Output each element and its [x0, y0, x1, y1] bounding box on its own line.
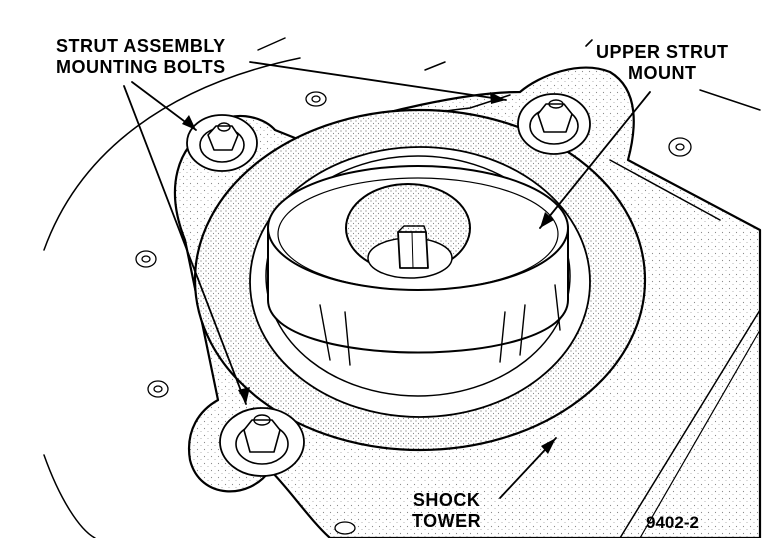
leader-bolts-right: [249, 61, 507, 101]
upper-mount-label-line-2: MOUNT: [628, 63, 697, 83]
strut-bolts-label-line-1: STRUT ASSEMBLY: [56, 36, 226, 56]
outer-arc: [43, 57, 301, 251]
mount-top-lip: [277, 177, 559, 291]
bolt-lower: [219, 407, 305, 477]
arrowheads: [182, 92, 556, 454]
plate-holes: [135, 91, 692, 535]
bolt-upper-right: [517, 93, 591, 155]
strut-assembly-bolts-label: STRUT ASSEMBLY MOUNTING BOLTS: [56, 36, 226, 78]
leader-bolts-lower: [123, 85, 247, 405]
tower-edge-3: [699, 89, 761, 111]
tower-edge-2: [639, 329, 761, 538]
mount-ribs: [319, 284, 561, 366]
shock-tower-label-line-2: TOWER: [412, 511, 482, 531]
leader-mount: [539, 91, 651, 229]
shock-tower-label-line-1: SHOCK: [412, 490, 481, 510]
upper-strut-mount-label: UPPER STRUT MOUNT: [596, 42, 729, 84]
bolt-upper-left: [186, 114, 258, 172]
tower-edge-4: [257, 37, 286, 51]
upper-mount-label-line-1: UPPER STRUT: [596, 42, 729, 62]
tower-edge-1: [619, 309, 761, 538]
outer-arc-lower: [43, 454, 96, 538]
shock-tower-label: SHOCK TOWER: [412, 490, 481, 532]
strut-bolts-label-line-2: MOUNTING BOLTS: [56, 57, 226, 77]
tower-edge-5: [424, 61, 446, 71]
figure-number: 9402-2: [646, 513, 699, 532]
